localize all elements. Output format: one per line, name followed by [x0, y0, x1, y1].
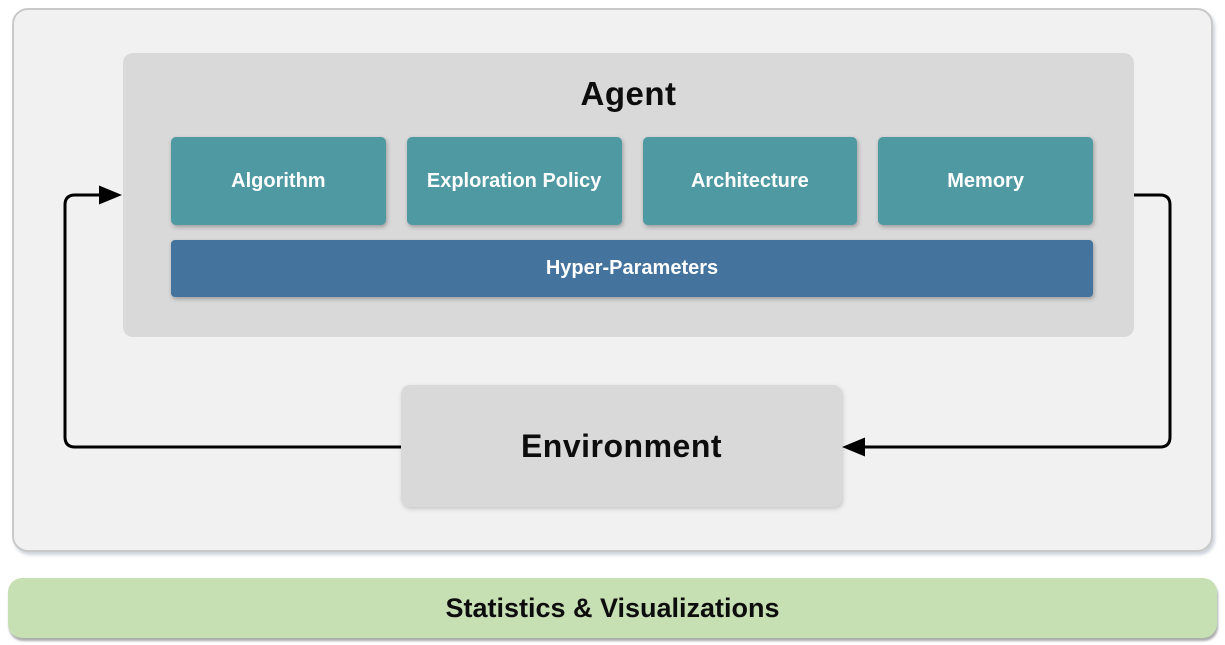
agent-title: Agent — [580, 75, 677, 112]
component-exploration-policy: Exploration Policy — [406, 137, 622, 225]
component-architecture: Architecture — [642, 137, 858, 225]
agent-components-row: Algorithm Exploration Policy Architectur… — [171, 137, 1093, 225]
environment-box: Environment — [401, 385, 842, 507]
hyper-parameters-bar: Hyper-Parameters — [171, 240, 1093, 297]
component-algorithm: Algorithm — [171, 137, 386, 225]
statistics-visualizations-bar: Statistics & Visualizations — [8, 578, 1217, 638]
component-memory: Memory — [878, 137, 1093, 225]
